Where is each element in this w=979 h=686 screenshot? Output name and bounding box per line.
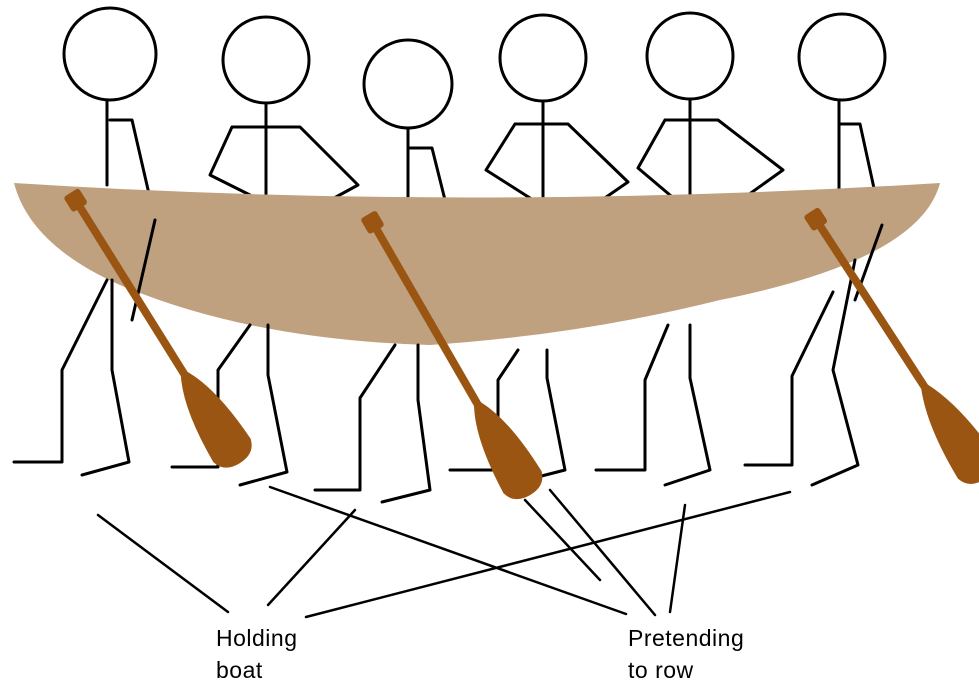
figure-5-upper xyxy=(638,13,783,215)
figure-5-legs xyxy=(596,325,710,485)
pretending-label-line1: Pretending xyxy=(628,622,744,654)
pointer-lines-pretending xyxy=(270,487,685,615)
holding-boat-label: Holding boat xyxy=(216,622,298,686)
pointer-lines-holding xyxy=(98,492,790,617)
figure-6-head xyxy=(799,14,885,100)
holding-label-line2: boat xyxy=(216,654,298,686)
figure-3-legs xyxy=(315,345,430,502)
figure-4-head xyxy=(500,15,586,101)
figure-3-head xyxy=(364,40,452,128)
holding-label-line1: Holding xyxy=(216,622,298,654)
figure-2-head xyxy=(223,17,309,103)
pretending-to-row-label: Pretending to row xyxy=(628,622,744,686)
figure-5-head xyxy=(647,13,733,99)
pretending-label-line2: to row xyxy=(628,654,744,686)
figure-1-head xyxy=(64,8,156,100)
